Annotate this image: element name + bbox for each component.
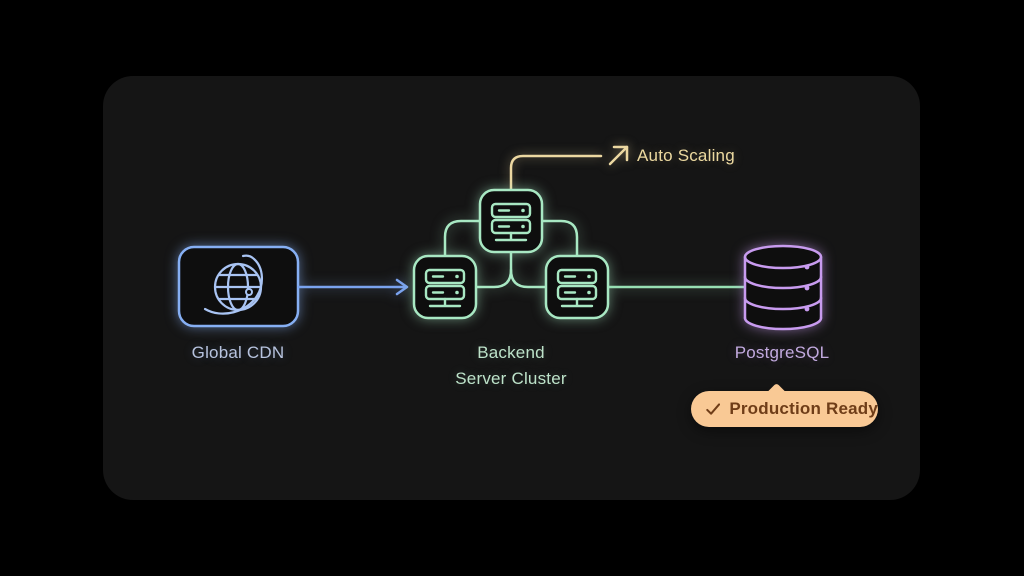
auto-scaling-label: Auto Scaling xyxy=(637,146,735,165)
server-node-left xyxy=(412,254,478,320)
cluster-label-line1: Backend xyxy=(477,343,545,362)
cdn-label: Global CDN xyxy=(191,343,285,362)
arrow-up-right-icon xyxy=(608,145,629,166)
server-node-top xyxy=(478,188,544,254)
cluster-label-line2: Server Cluster xyxy=(455,369,567,388)
globe-icon xyxy=(203,254,263,315)
check-icon xyxy=(706,402,721,415)
auto-scaling-connector xyxy=(509,145,629,192)
production-ready-badge: Production Ready xyxy=(691,382,878,427)
cdn-node xyxy=(177,245,409,328)
cdn-to-cluster-arrow xyxy=(297,278,409,296)
database-icon xyxy=(743,244,823,331)
server-cluster xyxy=(412,188,747,320)
server-node-right xyxy=(544,254,610,320)
production-ready-label: Production Ready xyxy=(729,399,878,418)
cluster-label: Backend Server Cluster xyxy=(455,340,566,392)
database-node xyxy=(743,244,823,331)
database-label: PostgreSQL xyxy=(734,343,830,362)
cluster-connectors xyxy=(443,219,579,289)
